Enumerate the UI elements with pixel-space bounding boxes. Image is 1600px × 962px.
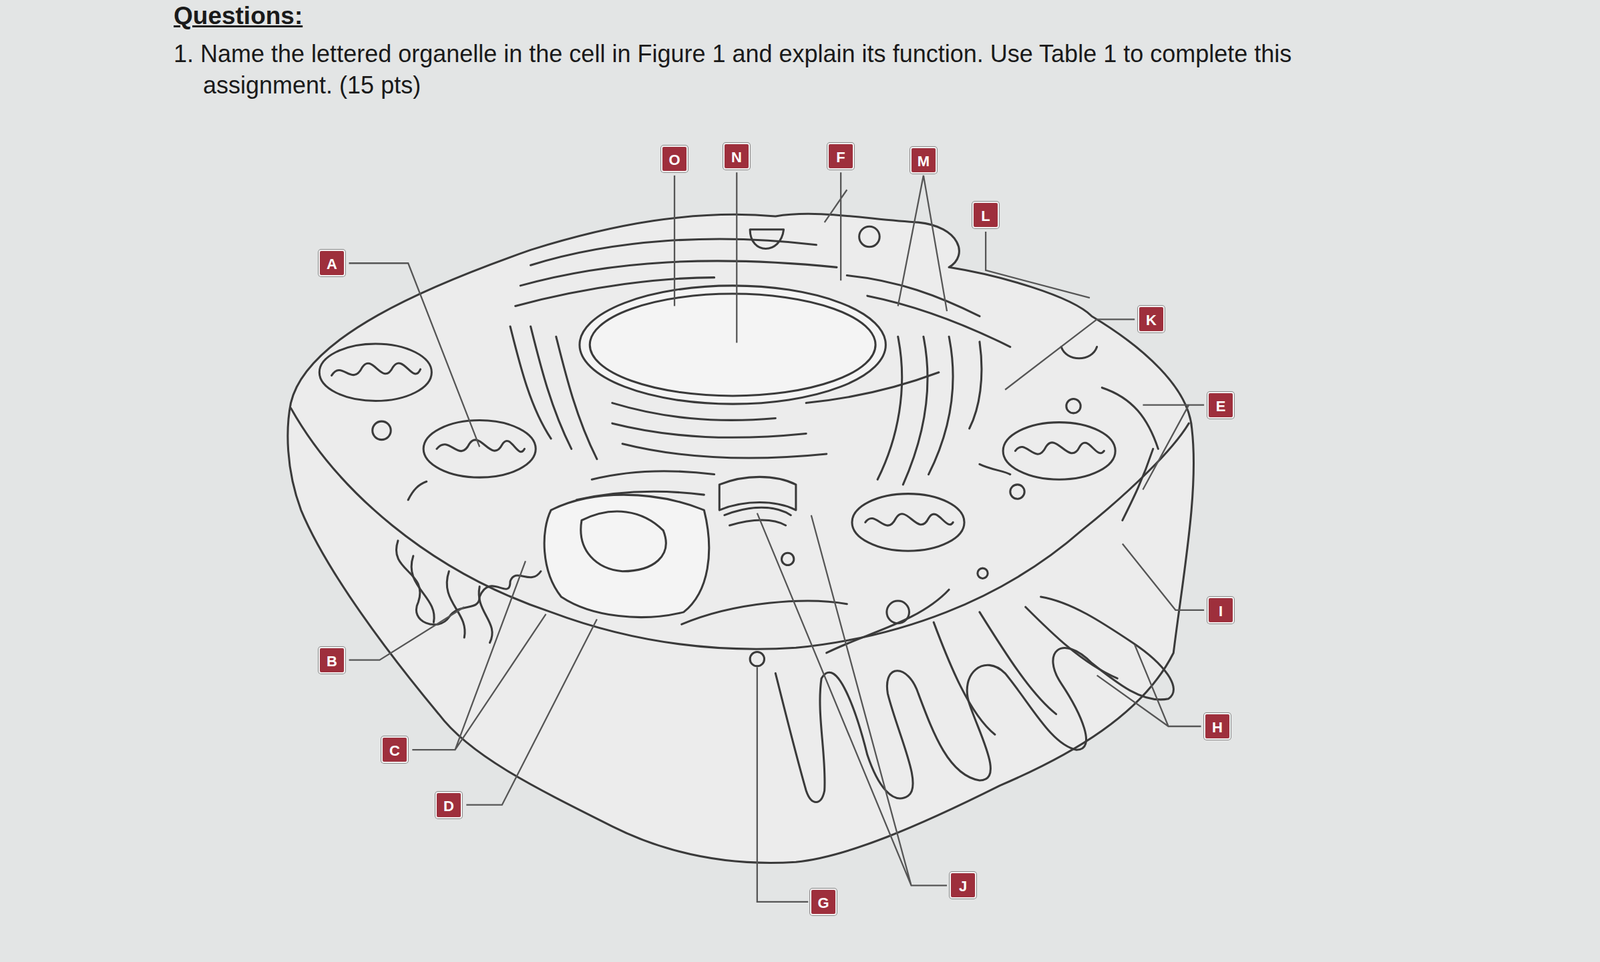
callout-letter: G: [810, 888, 837, 916]
callout-letter: J: [949, 872, 977, 899]
callout-letter: K: [1137, 305, 1165, 333]
callout-letter: M: [910, 146, 937, 174]
callout-letter: D: [435, 791, 463, 819]
callout-letter: A: [318, 249, 346, 277]
callout-letter: C: [381, 736, 409, 764]
question-text: 1. Name the lettered organelle in the ce…: [173, 38, 1406, 102]
callout-letter: E: [1207, 391, 1235, 419]
callout-letter: B: [318, 647, 346, 674]
callout-letter: H: [1204, 713, 1231, 740]
heading: Questions:: [173, 2, 303, 31]
callout-letter: L: [972, 201, 999, 229]
callout-letter: I: [1207, 596, 1235, 624]
callout-letter: N: [723, 142, 750, 170]
callout-letter: O: [661, 145, 688, 173]
callout-letter: F: [827, 142, 855, 170]
